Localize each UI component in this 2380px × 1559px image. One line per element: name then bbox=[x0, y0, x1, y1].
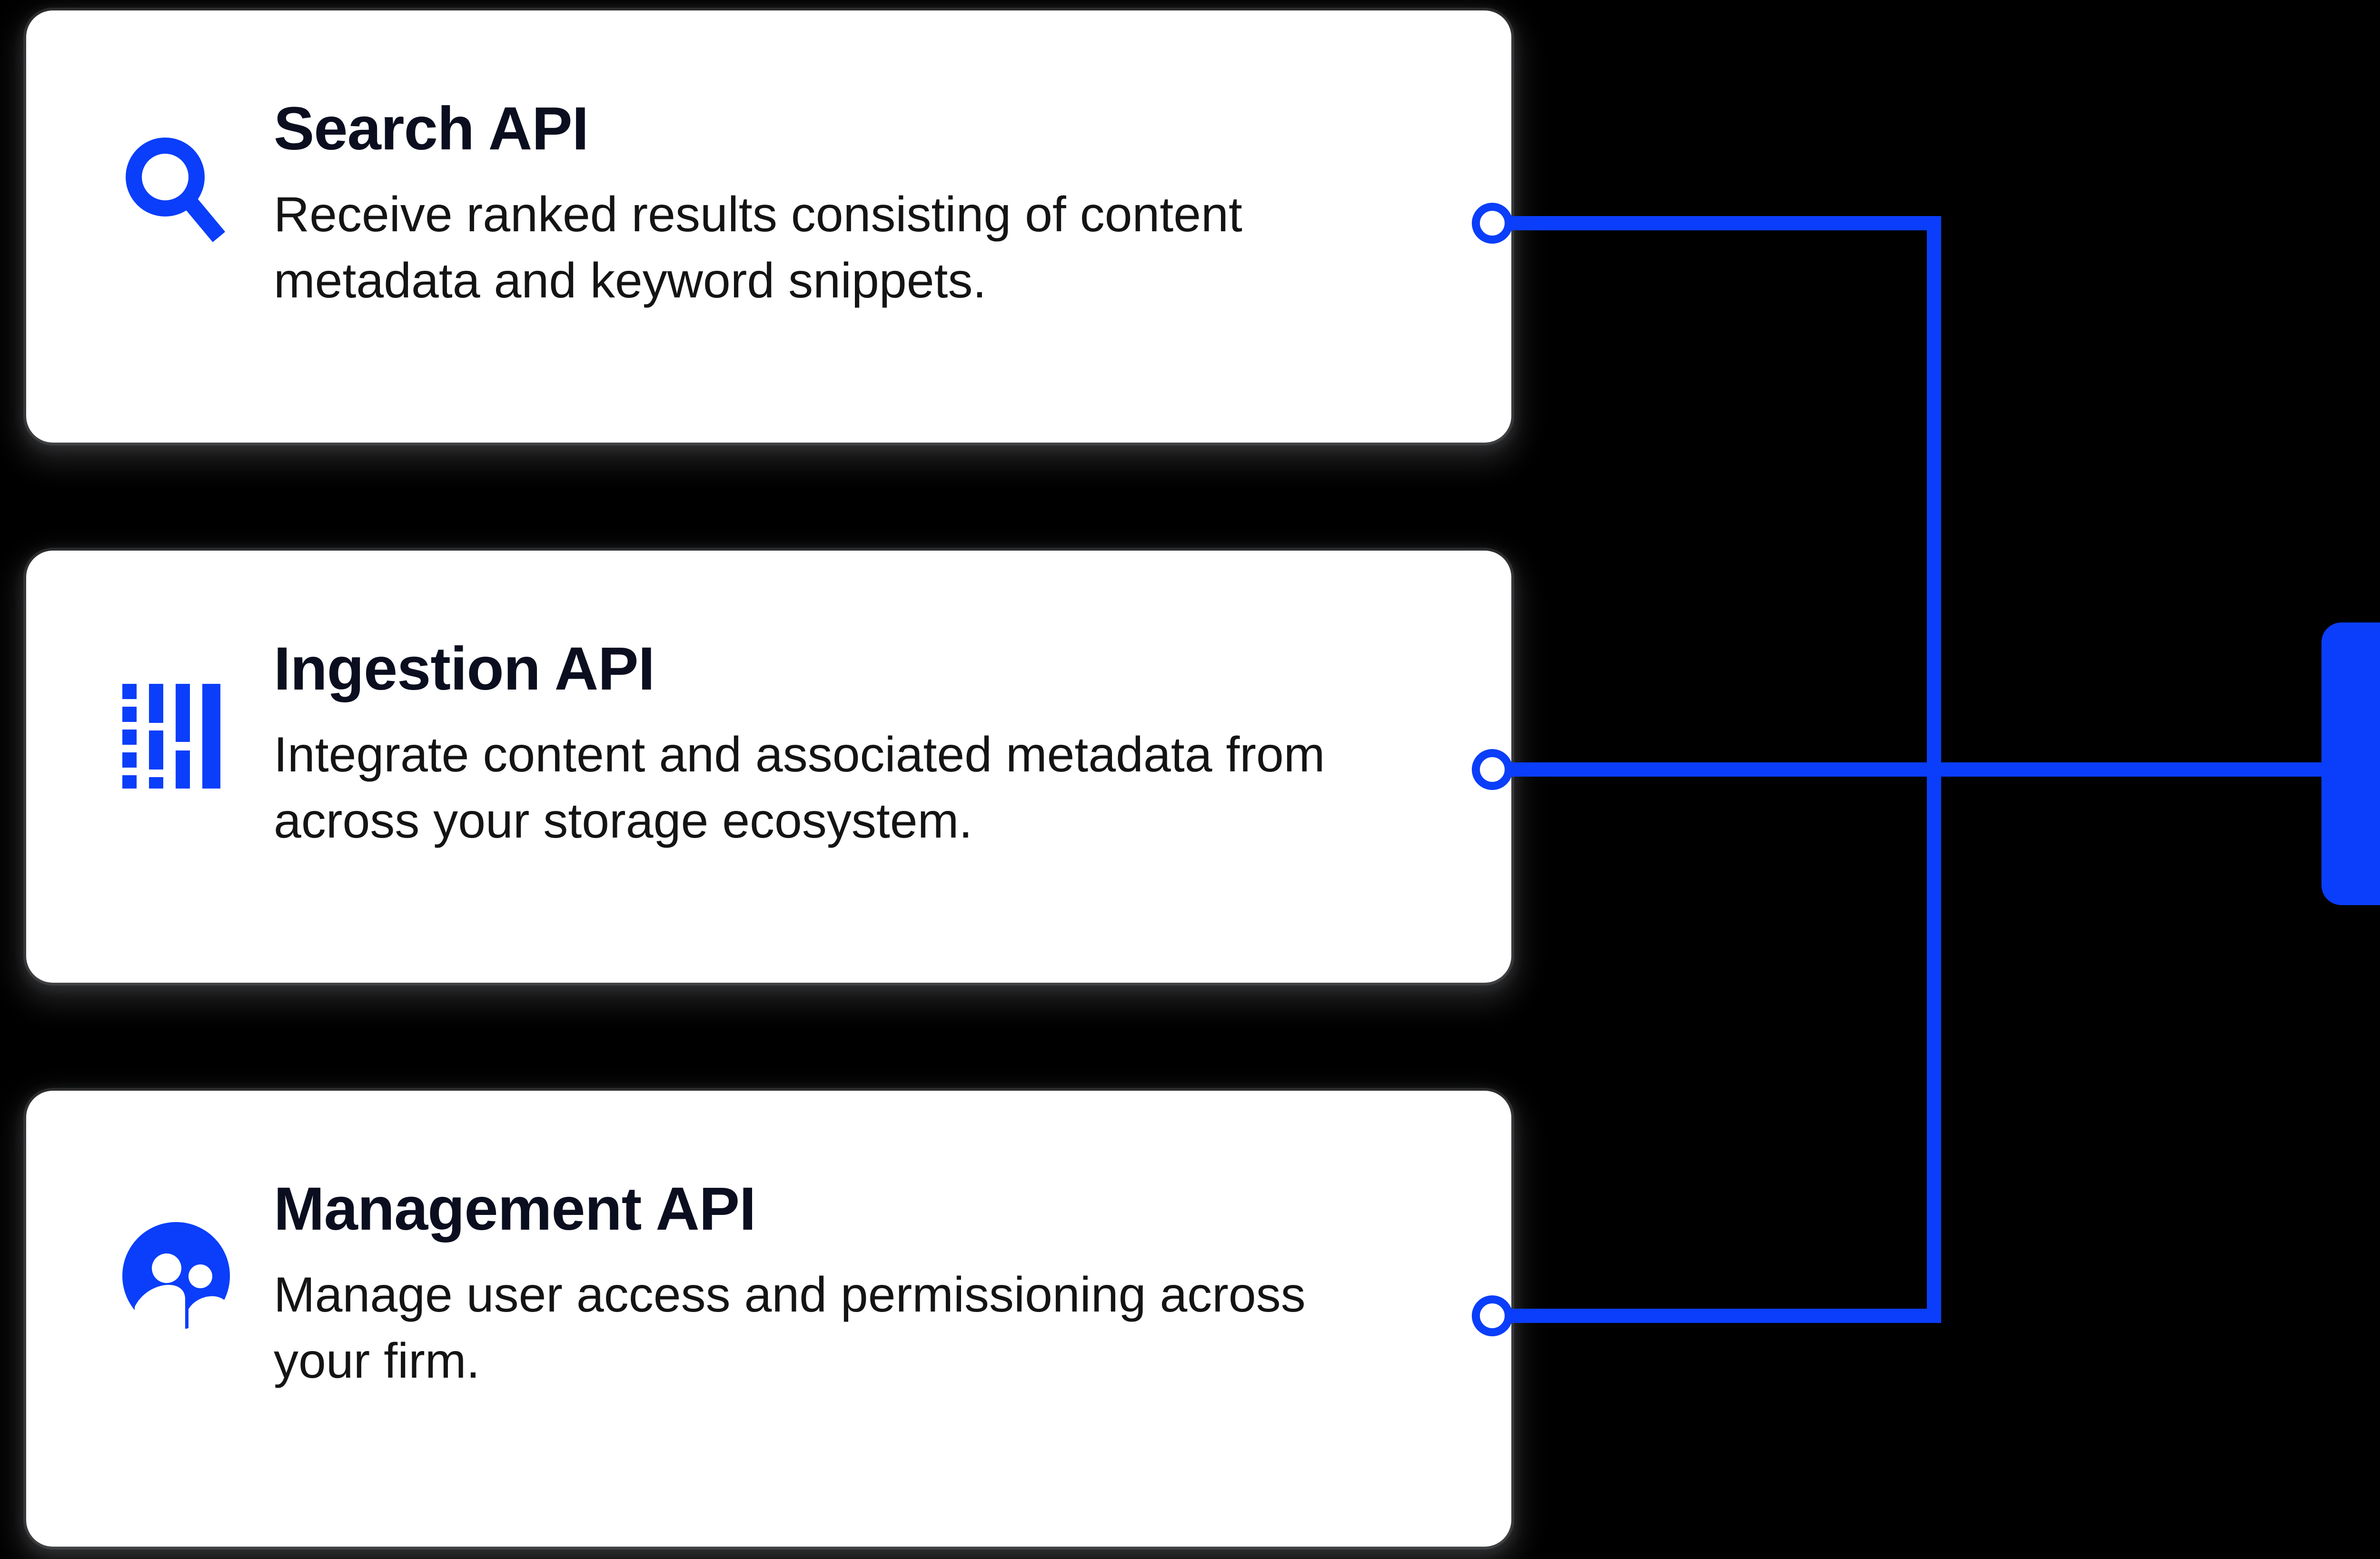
connector-node-search-api[interactable] bbox=[1472, 203, 1513, 244]
card-ingestion-api[interactable]: Ingestion API Integrate content and asso… bbox=[26, 551, 1511, 983]
card-icon-slot bbox=[121, 97, 264, 247]
data-bars-icon bbox=[121, 681, 231, 789]
card-title: Search API bbox=[274, 95, 589, 163]
connector-line-management bbox=[1508, 1309, 1941, 1323]
connector-spine bbox=[1927, 216, 1941, 1323]
card-content: Search API Receive ranked results consis… bbox=[121, 10, 1440, 443]
card-description: Integrate content and associated metadat… bbox=[274, 727, 1325, 849]
card-title: Ingestion API bbox=[274, 635, 655, 703]
card-search-api[interactable]: Search API Receive ranked results consis… bbox=[26, 10, 1511, 443]
card-description: Manage user access and permissioning acr… bbox=[274, 1267, 1306, 1389]
connector-line-search bbox=[1508, 216, 1941, 230]
api-hub-badge[interactable]: API bbox=[2321, 622, 2380, 905]
card-text-slot: Management API Manage user access and pe… bbox=[264, 1177, 1440, 1394]
people-circle-icon bbox=[121, 1221, 231, 1331]
card-content: Ingestion API Integrate content and asso… bbox=[121, 551, 1440, 983]
card-icon-slot bbox=[121, 1177, 264, 1331]
connector-node-ingestion-api[interactable] bbox=[1472, 749, 1513, 790]
card-description: Receive ranked results consisting of con… bbox=[274, 187, 1242, 308]
magnifying-glass-icon bbox=[121, 133, 231, 247]
card-content: Management API Manage user access and pe… bbox=[121, 1091, 1440, 1547]
connector-line-ingestion bbox=[1508, 762, 2324, 777]
card-text-slot: Ingestion API Integrate content and asso… bbox=[264, 637, 1440, 854]
card-icon-slot bbox=[121, 637, 264, 789]
card-title: Management API bbox=[274, 1175, 756, 1243]
card-management-api[interactable]: Management API Manage user access and pe… bbox=[26, 1091, 1511, 1547]
card-text-slot: Search API Receive ranked results consis… bbox=[264, 97, 1440, 314]
connector-node-management-api[interactable] bbox=[1472, 1295, 1513, 1336]
